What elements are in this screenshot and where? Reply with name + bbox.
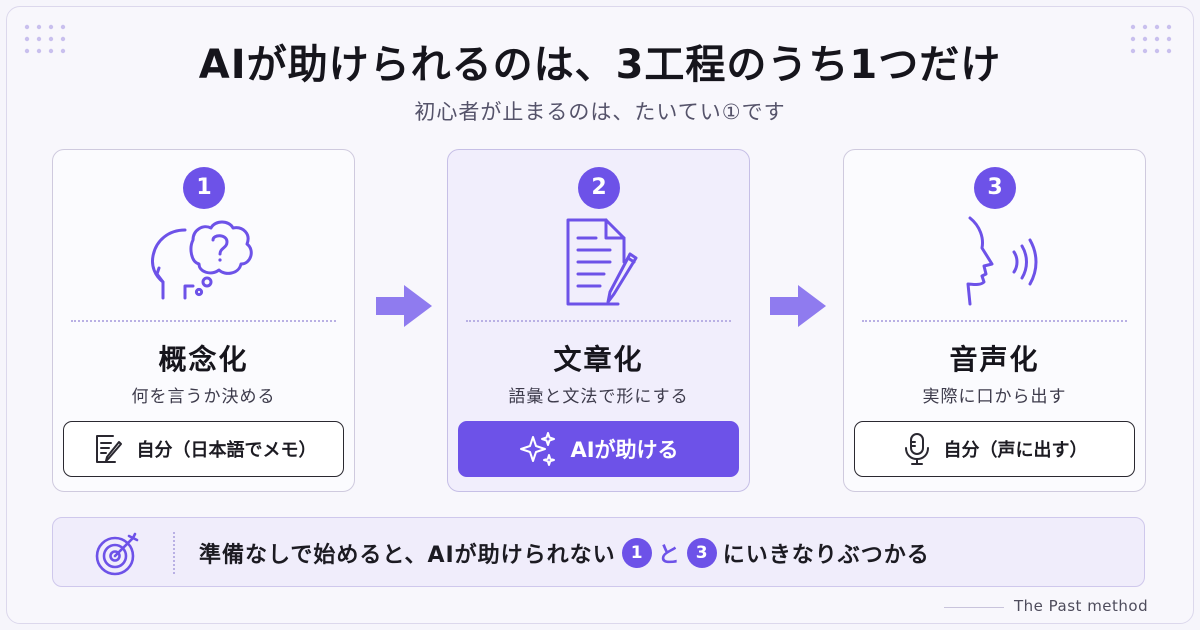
step-number-badge: 1 [183,167,225,209]
head-question-icon [151,220,253,300]
decor-dots-left [24,24,66,54]
page-subtitle: 初心者が止まるのは、たいてい①です [414,100,786,124]
document-pencil-icon [566,218,638,306]
banner-connector: と [657,543,681,568]
arrow-right-icon [770,285,826,327]
card-divider [466,320,731,322]
step-description: 何を言うか決める [131,387,276,407]
memo-pencil-icon [95,435,122,463]
banner-text-after: にいきなりぶつかる [722,543,930,568]
footer-rule [944,607,1004,608]
actor-label: AIが助ける [570,438,679,462]
actor-pill-self-voice: 自分（声に出す） [854,421,1135,477]
banner-message: 準備なしで始めると、AIが助けられない 1 と 3 にいきなりぶつかる [199,518,930,588]
banner-text-before: 準備なしで始めると、AIが助けられない [199,543,616,568]
card-divider [71,320,336,322]
actor-pill-ai: AIが助ける [458,421,739,477]
step-card-vocalize: 3 音声化 実際に口から出す 自分（声に出す） [843,149,1146,492]
step-description: 実際に口から出す [922,387,1067,407]
actor-label: 自分（声に出す） [943,440,1088,461]
banner-step-badge-1: 1 [621,538,652,568]
banner-step-badge-3: 3 [686,538,717,568]
decor-dots-right [1130,24,1172,54]
arrow-right-icon [376,285,432,327]
actor-pill-self-memo: 自分（日本語でメモ） [63,421,344,477]
step-number-badge: 2 [578,167,620,209]
microphone-icon [904,433,929,465]
card-divider [862,320,1127,322]
speaking-head-icon [966,216,1038,306]
page-title: AIが助けられるのは、3工程のうち1つだけ [198,42,1002,88]
footer-brand: The Past method [1014,597,1149,615]
actor-label: 自分（日本語でメモ） [136,440,317,461]
step-name: 音声化 [949,343,1040,376]
step-name: 概念化 [158,343,249,376]
step-number-badge: 3 [974,167,1016,209]
step-card-verbalize: 2 文章化 語彙と文法で形にする AIが助ける [447,149,750,492]
banner-divider [173,532,175,574]
step-description: 語彙と文法で形にする [508,387,689,407]
step-card-conceptualize: 1 概念化 何を言うか決める 自分（日本語でメモ） [52,149,355,492]
warning-banner: 準備なしで始めると、AIが助けられない 1 と 3 にいきなりぶつかる [52,517,1145,587]
step-name: 文章化 [553,343,644,376]
target-arrow-icon [95,532,139,576]
sparkles-icon [520,432,556,466]
